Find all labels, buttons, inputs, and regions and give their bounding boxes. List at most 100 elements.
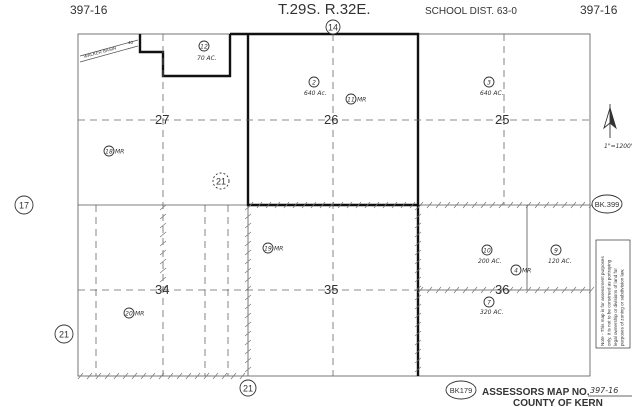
- road-ref-left-label: 17: [19, 201, 29, 211]
- footer-county: COUNTY OF KERN: [513, 398, 603, 407]
- hatch-mark: [414, 267, 422, 274]
- hatch-mark: [244, 258, 252, 265]
- hatch-mark: [426, 286, 433, 294]
- hatch-mark: [244, 222, 252, 229]
- hatch-mark: [453, 286, 460, 294]
- hatch-mark: [414, 294, 422, 301]
- header-right-book: 397-16: [580, 3, 618, 17]
- note-line: legal ownership or divisions of land for: [613, 268, 618, 346]
- hatch-mark: [244, 294, 252, 301]
- hatch-mark: [543, 201, 550, 209]
- hatch-mark: [167, 372, 174, 380]
- hatch-mark: [274, 201, 281, 209]
- hatch-mark: [149, 372, 156, 380]
- parcel-area: 200 AC.: [478, 258, 502, 265]
- map-ref-suffix: MR: [357, 97, 366, 104]
- road-line: [79, 45, 139, 63]
- parcel-area: 640 AC.: [480, 90, 504, 97]
- map-ref-suffix: MR: [274, 246, 283, 253]
- hatch-mark: [244, 357, 252, 364]
- hatch-mark: [244, 285, 252, 292]
- hatch-mark: [444, 201, 451, 209]
- hatch-mark: [414, 330, 422, 337]
- map-ref-number: 20: [125, 311, 133, 318]
- hatch-mark: [534, 286, 541, 294]
- hatch-mark: [552, 201, 559, 209]
- map-ref-suffix: MR: [115, 149, 124, 156]
- road-ref-bottom-left: [54, 324, 74, 344]
- hatch-mark: [414, 339, 422, 346]
- hatch-mark: [414, 321, 422, 328]
- hatch-mark: [525, 201, 532, 209]
- hatch-mark: [203, 372, 210, 380]
- hatch-mark: [588, 286, 595, 294]
- parcel-number-circle: [308, 76, 320, 88]
- road-name-number: 40: [128, 40, 134, 45]
- hatch-mark: [244, 366, 252, 373]
- sub-ref-number: 21: [216, 177, 226, 187]
- map-ref-number: 19: [264, 246, 272, 253]
- hatch-mark: [176, 372, 183, 380]
- hatch-mark: [414, 348, 422, 355]
- road-ref-bottom-left-label: 21: [59, 330, 69, 340]
- bottom-book-label: BK179: [450, 386, 473, 395]
- hatch-mark: [244, 321, 252, 328]
- parcel-area: 70 AC.: [197, 55, 217, 62]
- hatch-mark: [414, 303, 422, 310]
- parcel-area: 640 Ac.: [304, 90, 327, 97]
- adjoining-book-label: BK.399: [595, 200, 620, 209]
- hatch-mark: [453, 201, 460, 209]
- hatch-mark: [373, 201, 380, 209]
- hatch-mark: [122, 372, 129, 380]
- hatch-mark: [301, 201, 308, 209]
- road-ref-bottom-label: 21: [243, 384, 253, 394]
- road-ref-top-label: 14: [328, 23, 338, 33]
- hatch-mark: [292, 201, 299, 209]
- hatch-mark: [158, 372, 165, 380]
- boundary-hatching: [77, 201, 595, 380]
- hatch-mark: [337, 201, 344, 209]
- hatch-mark: [507, 201, 514, 209]
- hatch-mark: [364, 201, 371, 209]
- hatch-mark: [426, 201, 433, 209]
- hatch-mark: [480, 201, 487, 209]
- hatch-mark: [414, 204, 422, 211]
- hatch-mark: [244, 231, 252, 238]
- footer-map-number: 397-16: [590, 386, 618, 395]
- hatch-mark: [159, 231, 167, 238]
- hatch-mark: [382, 201, 389, 209]
- hatch-mark: [414, 258, 422, 265]
- hatch-mark: [409, 201, 416, 209]
- parcel-number-circle: [550, 244, 562, 256]
- hatch-mark: [414, 357, 422, 364]
- hatch-mark: [244, 213, 252, 220]
- hatch-mark: [570, 201, 577, 209]
- scale-label: 1"=1200': [604, 143, 633, 150]
- hatch-mark: [444, 286, 451, 294]
- parcel-area: 120 AC.: [548, 258, 572, 265]
- hatch-mark: [104, 372, 111, 380]
- hatch-mark: [283, 201, 290, 209]
- hatch-mark: [435, 286, 442, 294]
- parcel-number: 9: [554, 248, 558, 255]
- hatch-mark: [414, 276, 422, 283]
- hatch-mark: [328, 201, 335, 209]
- section-number: 34: [155, 282, 169, 297]
- hatch-mark: [414, 240, 422, 247]
- hatch-mark: [244, 312, 252, 319]
- hatch-mark: [543, 286, 550, 294]
- hatch-mark: [414, 213, 422, 220]
- hatch-mark: [498, 201, 505, 209]
- hatch-mark: [391, 201, 398, 209]
- hatch-mark: [414, 366, 422, 373]
- section-number: 35: [324, 282, 338, 297]
- hatch-mark: [159, 204, 167, 211]
- hatch-mark: [239, 372, 246, 380]
- parcel-number: 7: [487, 300, 491, 307]
- map-ref-circle: [262, 242, 274, 254]
- section-number: 27: [155, 112, 169, 127]
- parcel-area: 320 AC.: [480, 309, 504, 316]
- hatch-mark: [414, 231, 422, 238]
- hatch-mark: [579, 286, 586, 294]
